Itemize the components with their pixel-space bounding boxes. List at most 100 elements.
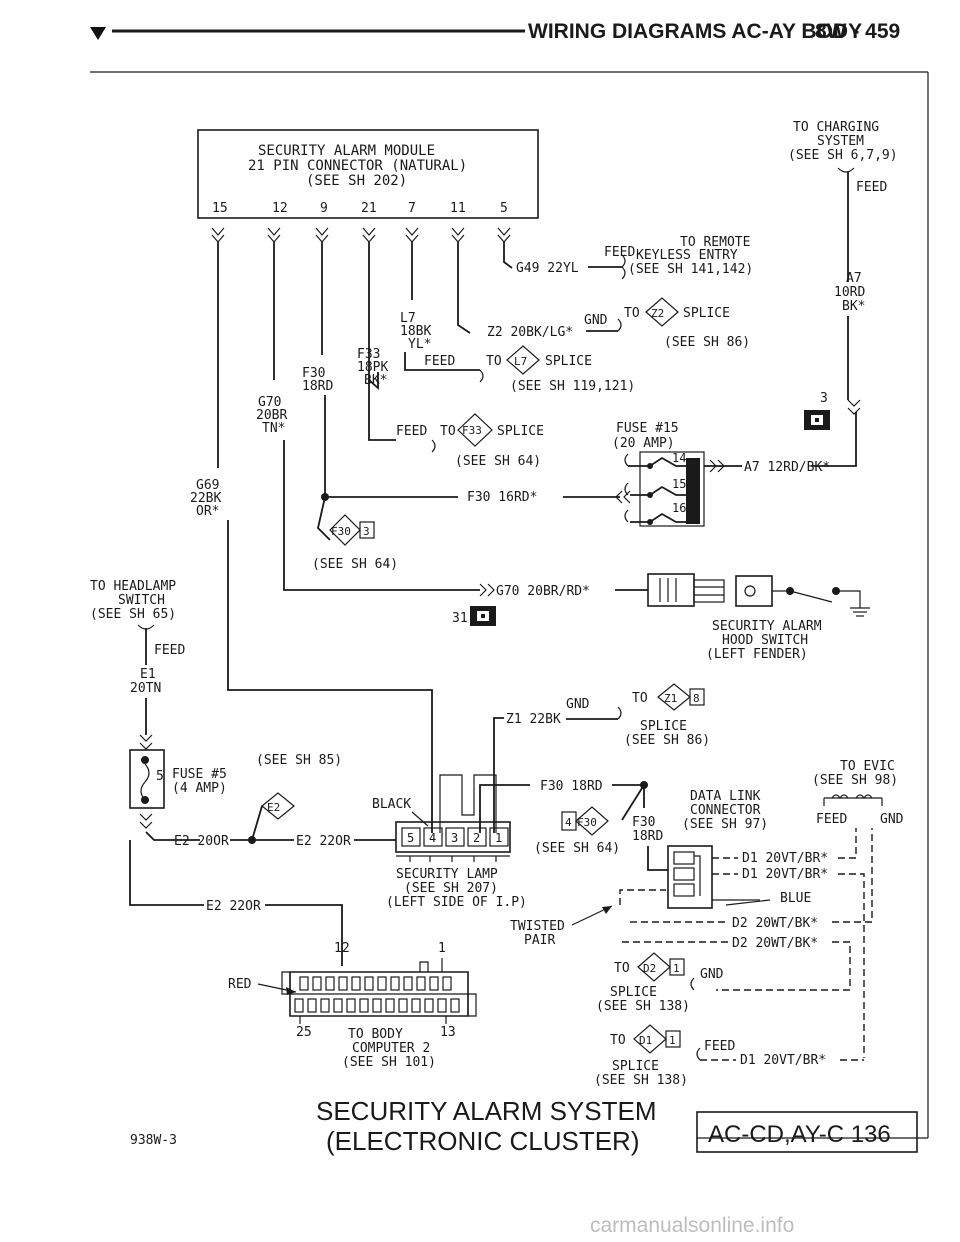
z2-wire-label: Z2 20BK/LG* — [487, 325, 573, 340]
lamp-f30-see: (SEE SH 64) — [534, 841, 620, 856]
module-pin-chevrons — [211, 227, 511, 243]
f33-feed-label: FEED — [396, 424, 427, 439]
l7-wire-gauge: 18BK — [400, 324, 431, 339]
g69-wire-gauge: 22BK — [190, 491, 221, 506]
module-pin-11: 11 — [450, 201, 466, 216]
header-page-number: 8W - 459 — [815, 20, 900, 43]
lamp-pin-1: 1 — [495, 831, 502, 845]
f30-wire-gauge: 18RD — [302, 379, 333, 394]
data-link-connector — [667, 845, 713, 909]
body-red-label: RED — [228, 977, 252, 992]
e2-22or-b-label: E2 22OR — [206, 899, 261, 914]
lamp-f30-wire: F30 18RD — [540, 779, 603, 794]
l7-to: TO — [486, 354, 502, 369]
g69-wire-code: G69 — [196, 478, 219, 493]
charging-wire-gauge: 10RD — [834, 285, 865, 300]
lamp-pin-2: 2 — [473, 831, 480, 845]
g49-keyless-entry: KEYLESS ENTRY — [636, 248, 738, 263]
headlamp-to: TO HEADLAMP — [90, 579, 176, 594]
charging-see: (SEE SH 6,7,9) — [788, 148, 898, 163]
f30-splice-pin: 3 — [363, 525, 370, 538]
z2-splice-label: SPLICE — [683, 306, 730, 321]
hood-switch-label: HOOD SWITCH — [722, 633, 808, 648]
lamp-f30-code: F30 — [632, 815, 655, 830]
body-pin-25: 25 — [296, 1025, 312, 1040]
header-arrow-icon — [90, 27, 106, 40]
z2-see: (SEE SH 86) — [664, 335, 750, 350]
module-pin-7: 7 — [408, 201, 416, 216]
d1-to: TO — [610, 1033, 626, 1048]
module-pin-15: 15 — [212, 201, 228, 216]
d2-to: TO — [614, 961, 630, 976]
d2-splice-pin: 1 — [673, 962, 680, 975]
header-title: WIRING DIAGRAMS AC-AY BODY — [528, 20, 862, 43]
hood-switch — [647, 573, 870, 617]
d2-a-label: D2 20WT/BK* — [732, 916, 818, 931]
body-computer-connector — [281, 961, 477, 1017]
l7-feed-label: FEED — [424, 354, 455, 369]
a7-wire-label: A7 12RD/BK* — [744, 460, 830, 475]
module-title: SECURITY ALARM MODULE — [258, 143, 435, 159]
f30-splice-see: (SEE SH 64) — [312, 557, 398, 572]
f33-wire-color: BK* — [364, 373, 387, 388]
footer-subtitle: (ELECTRONIC CLUSTER) — [326, 1126, 639, 1156]
lamp-see: (SEE SH 207) — [404, 881, 498, 896]
fuse15-pin-16: 16 — [672, 501, 686, 515]
z1-splice-label: SPLICE — [640, 719, 687, 734]
evic-to: TO EVIC — [840, 759, 895, 774]
charging-feed: FEED — [856, 180, 887, 195]
d2-b-label: D2 20WT/BK* — [732, 936, 818, 951]
d1-b-label: D1 20VT/BR* — [742, 867, 828, 882]
module-pin-12: 12 — [272, 201, 288, 216]
d1-a-label: D1 20VT/BR* — [742, 851, 828, 866]
body-pin-13: 13 — [440, 1025, 456, 1040]
evic-gnd: GND — [880, 812, 904, 827]
security-alarm-module: SECURITY ALARM MODULE 21 PIN CONNECTOR (… — [197, 129, 539, 219]
d1-see: (SEE SH 138) — [594, 1073, 688, 1088]
g49-to-remote: TO REMOTE — [680, 235, 750, 250]
g49-see: (SEE SH 141,142) — [628, 262, 753, 277]
twisted-label: TWISTED — [510, 919, 565, 934]
watermark: carmanualsonline.info — [590, 1214, 794, 1237]
evic-see: (SEE SH 98) — [812, 773, 898, 788]
charging-to: TO CHARGING — [793, 120, 879, 135]
hood-title: SECURITY ALARM — [712, 619, 822, 634]
g49-wire-label: G49 22YL — [516, 261, 579, 276]
charging-wire-code: A7 — [846, 271, 862, 286]
fuse5-amp: (4 AMP) — [172, 781, 227, 796]
pair-label: PAIR — [524, 933, 555, 948]
g70-wire-color: TN* — [262, 421, 285, 436]
z1-see: (SEE SH 86) — [624, 733, 710, 748]
lamp-pin-3: 3 — [451, 831, 458, 845]
z1-splice-pin: 8 — [693, 692, 700, 705]
d2-splice-id: D2 — [643, 962, 656, 975]
footer-title: SECURITY ALARM SYSTEM — [316, 1096, 657, 1126]
fuse15-label: FUSE #15 — [616, 421, 679, 436]
module-pin-5: 5 — [500, 201, 508, 216]
fuse5-block: 5 — [129, 749, 165, 809]
g70-wire-gauge: 20BR — [256, 408, 287, 423]
f33-to: TO — [440, 424, 456, 439]
charging-system: SYSTEM — [817, 134, 864, 149]
z2-to: TO — [624, 306, 640, 321]
l7-wire-code: L7 — [400, 311, 416, 326]
e2-20or-label: E2 20OR — [174, 834, 229, 849]
z1-wire-label: Z1 22BK — [506, 712, 561, 727]
lamp-black: BLACK — [372, 797, 411, 812]
lamp-pin-4: 4 — [429, 831, 436, 845]
z2-gnd-label: GND — [584, 313, 608, 328]
f30-wire-code: F30 — [302, 366, 325, 381]
charging-wire-color: BK* — [842, 299, 865, 314]
z1-splice-id: Z1 — [664, 692, 677, 705]
lamp-f30-gauge: 18RD — [632, 829, 663, 844]
d1-feed: FEED — [704, 1039, 735, 1054]
f33-splice-label: SPLICE — [497, 424, 544, 439]
hood-location: (LEFT FENDER) — [706, 647, 808, 662]
lamp-pin-5: 5 — [407, 831, 414, 845]
d2-see: (SEE SH 138) — [596, 999, 690, 1014]
conn-31-label: 31 — [452, 611, 468, 626]
d1-splice-pin: 1 — [669, 1034, 676, 1047]
fuse5-see: (SEE SH 85) — [256, 753, 342, 768]
z1-to: TO — [632, 691, 648, 706]
